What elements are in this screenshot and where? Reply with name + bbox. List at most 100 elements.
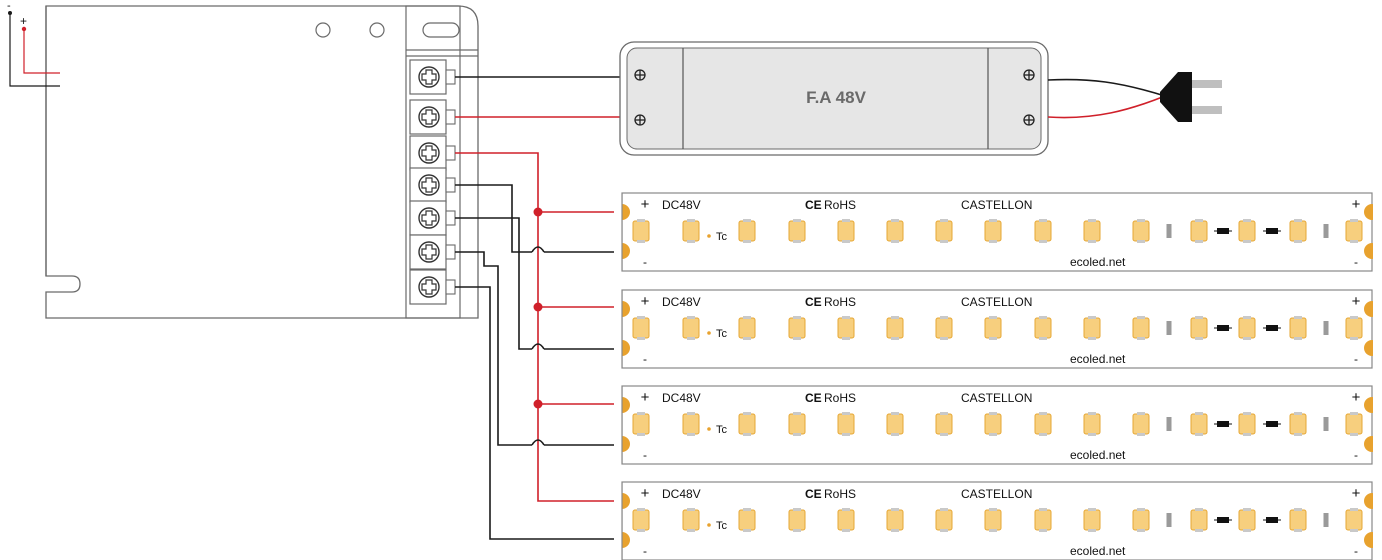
tc-dot [707, 331, 711, 335]
mains-cable [1047, 78, 1166, 119]
led-chip [632, 413, 650, 435]
led-chip [837, 317, 855, 339]
strip-plus-label: + [641, 485, 650, 502]
led-chip [935, 413, 953, 435]
led-chip [738, 317, 756, 339]
terminal-screw [409, 59, 456, 95]
led-chip [984, 317, 1002, 339]
led-chip [682, 317, 700, 339]
strip-voltage: DC48V [662, 487, 701, 501]
strip-minus-label: - [643, 352, 647, 366]
led-chip [1289, 220, 1307, 242]
led-chip [1034, 509, 1052, 531]
resistor [1166, 321, 1172, 335]
strip-voltage: DC48V [662, 295, 701, 309]
ce-mark: CE [805, 295, 822, 309]
rohs-label: RoHS [824, 198, 856, 212]
junction-dot [533, 207, 543, 217]
controller-box [45, 5, 479, 319]
mount-slot [422, 22, 460, 38]
led-chip [1190, 509, 1208, 531]
resistor [1323, 417, 1329, 431]
led-chip [1083, 413, 1101, 435]
terminal-screw [409, 135, 456, 171]
supply-wires [455, 76, 627, 118]
led-chip [1034, 317, 1052, 339]
led-chip [1132, 413, 1150, 435]
terminals [409, 59, 456, 305]
website-label: ecoled.net [1070, 448, 1126, 462]
led-chip [1289, 413, 1307, 435]
strip-plus-label: + [1352, 485, 1361, 502]
led-chip [788, 413, 806, 435]
led-chip [682, 413, 700, 435]
terminal-screw [409, 269, 456, 305]
mount-hole-2 [369, 22, 385, 38]
led-chip [1289, 509, 1307, 531]
website-label: ecoled.net [1070, 352, 1126, 366]
led-chip [886, 509, 904, 531]
website-label: ecoled.net [1070, 544, 1126, 558]
led-chip [1034, 220, 1052, 242]
strip-minus-label: - [1354, 448, 1358, 462]
tc-dot [707, 234, 711, 238]
ce-mark: CE [805, 391, 822, 405]
strip-plus-label: + [1352, 196, 1361, 213]
led-chip [886, 220, 904, 242]
ce-mark: CE [805, 487, 822, 501]
rohs-label: RoHS [824, 295, 856, 309]
led-chip [788, 317, 806, 339]
strip-minus-label: - [643, 544, 647, 558]
led-chip [738, 220, 756, 242]
strip-plus-label: + [641, 389, 650, 406]
ce-mark: CE [805, 198, 822, 212]
led-chip [738, 413, 756, 435]
strip-minus-label: - [643, 255, 647, 269]
controller-minus-label: - [7, 0, 11, 12]
resistor [1166, 224, 1172, 238]
led-chip [984, 413, 1002, 435]
controller-plus-label: + [20, 14, 27, 28]
junction-dot [533, 399, 543, 409]
led-chip [1132, 509, 1150, 531]
led-chip [1289, 317, 1307, 339]
led-chip [886, 317, 904, 339]
led-chip [935, 317, 953, 339]
controller-input-wires: - + [7, 0, 60, 87]
strip-voltage: DC48V [662, 391, 701, 405]
brand-label: CASTELLON [961, 295, 1032, 309]
led-chip [886, 413, 904, 435]
strip-minus-label: - [1354, 352, 1358, 366]
tc-dot [707, 523, 711, 527]
tc-label: Tc [716, 231, 728, 243]
positive-bus [455, 152, 627, 502]
terminal-screw [409, 99, 456, 135]
led-chip [632, 220, 650, 242]
led-chip [1132, 317, 1150, 339]
led-chip [1238, 509, 1256, 531]
led-chip [1083, 317, 1101, 339]
led-chip [1190, 220, 1208, 242]
led-chip [984, 220, 1002, 242]
led-chip [1345, 413, 1363, 435]
resistor [1166, 513, 1172, 527]
negative-wires [455, 184, 627, 540]
led-chip [837, 413, 855, 435]
terminal-screw [409, 200, 456, 236]
tc-label: Tc [716, 520, 728, 532]
resistor [1166, 417, 1172, 431]
mount-hole-1 [315, 22, 331, 38]
brand-label: CASTELLON [961, 198, 1032, 212]
led-chip [682, 220, 700, 242]
power-supply-label: F.A 48V [806, 88, 867, 107]
strip-plus-label: + [1352, 293, 1361, 310]
led-chip [837, 220, 855, 242]
led-chip [1034, 413, 1052, 435]
tc-label: Tc [716, 424, 728, 436]
led-chip [788, 220, 806, 242]
